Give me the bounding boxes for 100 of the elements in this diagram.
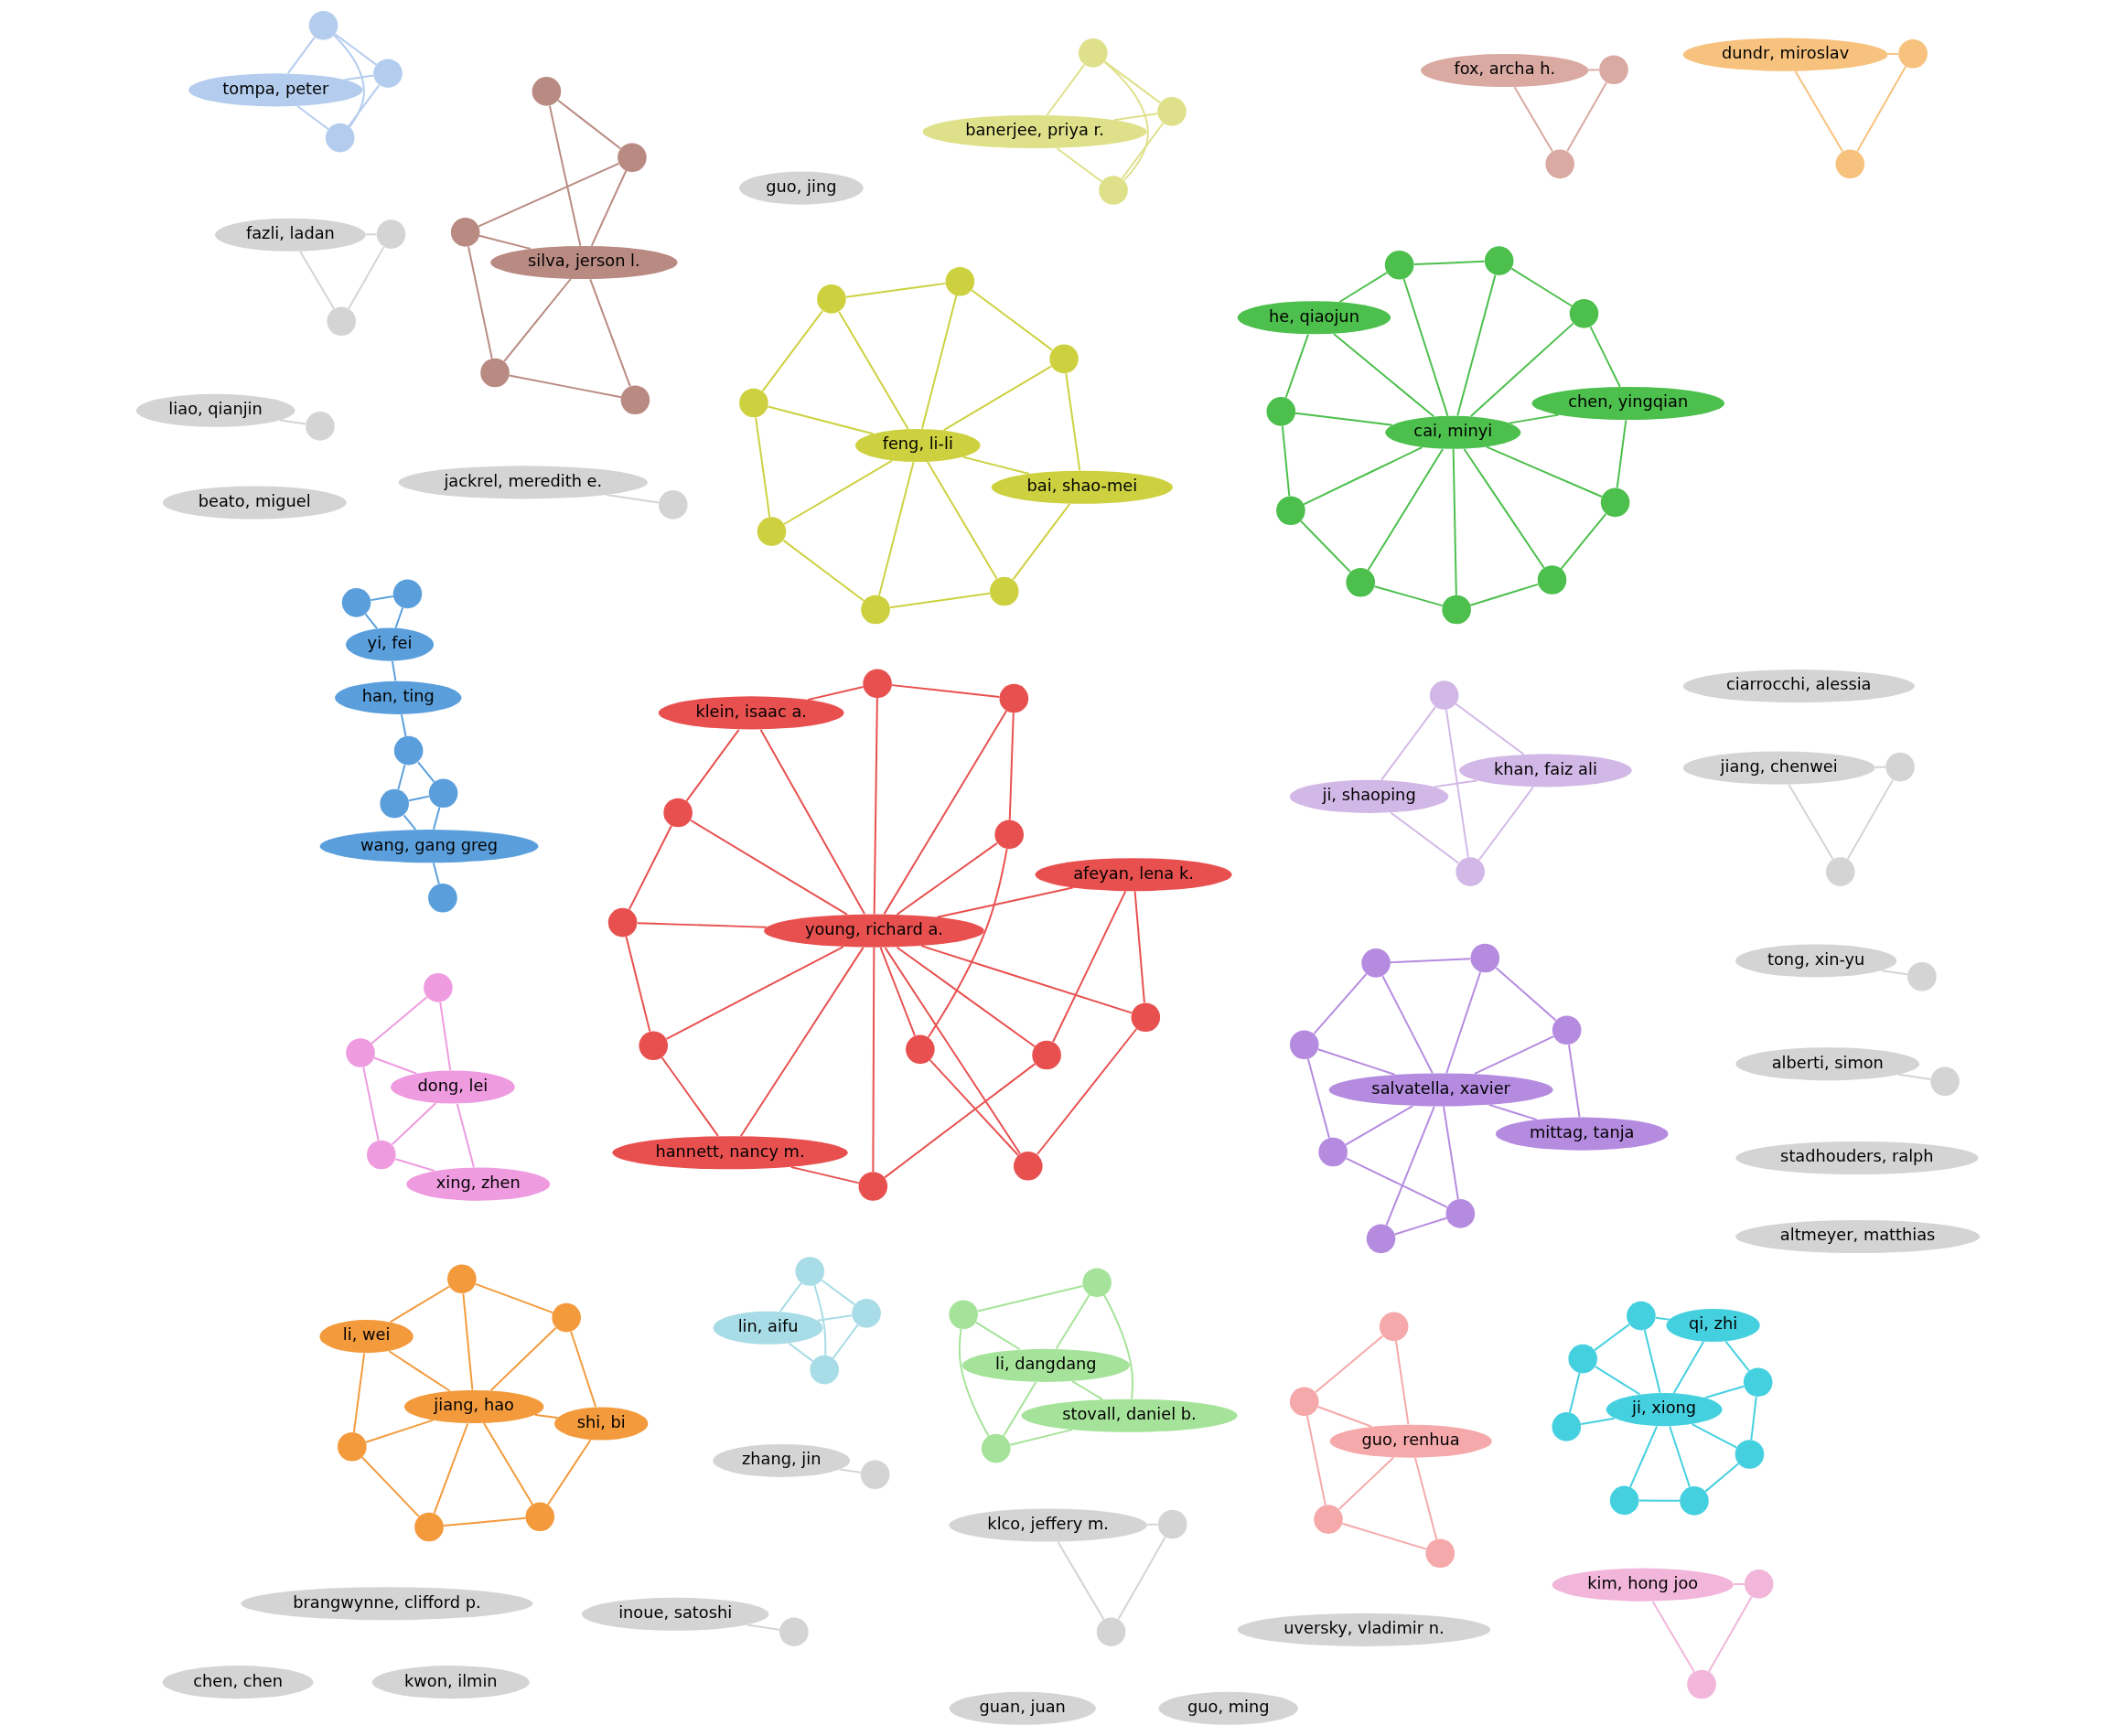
- node-ellipse: ji, shaoping: [1289, 779, 1449, 813]
- connector: [1117, 1536, 1166, 1621]
- connector: [1587, 69, 1600, 71]
- connector: [433, 1422, 469, 1515]
- connector: [1886, 52, 1899, 55]
- node-circle: [380, 788, 409, 819]
- node-circle: [1366, 1224, 1396, 1254]
- node-circle: [757, 517, 787, 546]
- connector: [1594, 1323, 1630, 1352]
- connector: [685, 728, 740, 802]
- connector: [1794, 70, 1844, 153]
- connector: [1874, 766, 1887, 768]
- node-circle: [308, 11, 338, 40]
- connector: [590, 169, 628, 247]
- connector: [888, 592, 991, 609]
- node-ellipse: han, ting: [335, 680, 462, 714]
- connector: [489, 1326, 557, 1392]
- node-circle: [1289, 1030, 1319, 1060]
- connector: [665, 946, 844, 1040]
- node-circle: [325, 123, 355, 153]
- connector: [1002, 1381, 1037, 1437]
- connector: [844, 282, 947, 298]
- node-circle: [376, 220, 406, 249]
- connector: [1008, 712, 1015, 821]
- node-circle: [861, 595, 890, 625]
- connector: [1299, 520, 1351, 573]
- connector: [789, 1166, 860, 1184]
- node-ellipse: guo, jing: [739, 171, 864, 205]
- node-circle: [1276, 496, 1305, 525]
- connector: [417, 761, 435, 783]
- connector: [739, 946, 865, 1138]
- node-ellipse: brangwynne, clifford p.: [241, 1587, 533, 1621]
- connector: [625, 936, 651, 1033]
- node-ellipse: mittag, tanja: [1495, 1117, 1669, 1151]
- node-circle: [639, 1031, 669, 1061]
- node-circle: [1455, 857, 1485, 886]
- connector: [1284, 333, 1309, 399]
- connector: [1055, 1293, 1090, 1350]
- node-ellipse: shi, bi: [554, 1407, 649, 1441]
- connector: [1643, 1329, 1661, 1394]
- node-circle: [1552, 1412, 1582, 1441]
- node-ellipse: tong, xin-yu: [1735, 944, 1897, 978]
- connector: [1306, 1057, 1330, 1140]
- node-ellipse: ji, xiong: [1606, 1393, 1723, 1427]
- connector: [958, 1328, 990, 1437]
- node-circle: [1600, 488, 1630, 518]
- node-ellipse: afeyan, lena k.: [1035, 858, 1232, 892]
- connector: [1629, 1425, 1659, 1488]
- node-circle: [552, 1302, 581, 1333]
- connector: [478, 162, 620, 228]
- connector: [333, 34, 365, 128]
- node-ellipse: beato, miguel: [162, 486, 347, 520]
- node-circle: [1898, 38, 1928, 69]
- node-circle: [1569, 299, 1599, 328]
- node-circle: [1743, 1367, 1773, 1398]
- connector: [788, 1342, 814, 1363]
- connector: [832, 1323, 859, 1359]
- node-circle: [1442, 595, 1471, 625]
- connector: [873, 697, 878, 916]
- connector: [433, 806, 441, 830]
- connector: [929, 1059, 1019, 1156]
- node-circle: [1131, 1002, 1161, 1033]
- connector: [334, 33, 378, 66]
- connector: [1445, 970, 1482, 1075]
- node-circle: [949, 1300, 978, 1330]
- node-circle: [994, 820, 1024, 850]
- node-circle: [1346, 567, 1376, 597]
- node-ellipse: yi, fei: [346, 627, 435, 661]
- connector: [1103, 60, 1162, 104]
- connector: [391, 1102, 437, 1146]
- node-ellipse: qi, zhi: [1666, 1308, 1760, 1343]
- connector: [878, 461, 915, 597]
- connector: [1568, 1044, 1581, 1119]
- node-ellipse: liao, qianjin: [135, 393, 295, 427]
- connector: [1724, 1340, 1750, 1372]
- connector: [1474, 1035, 1555, 1075]
- connector: [1856, 65, 1907, 153]
- node-circle: [860, 1460, 890, 1490]
- connector: [1638, 1499, 1681, 1502]
- node-circle: [1314, 1505, 1343, 1534]
- connector: [1316, 1406, 1373, 1428]
- connector: [1560, 512, 1607, 570]
- node-ellipse: wang, gang greg: [319, 830, 539, 863]
- node-circle: [863, 669, 892, 699]
- node-ellipse: fazli, ladan: [215, 218, 366, 252]
- connector: [371, 996, 428, 1045]
- connector: [1589, 326, 1621, 388]
- connector: [1414, 1457, 1438, 1540]
- connector: [403, 814, 417, 831]
- node-circle: [1627, 1301, 1656, 1331]
- node-circle: [906, 1034, 935, 1065]
- node-ellipse: li, dangdang: [961, 1348, 1130, 1382]
- connector: [1345, 1157, 1448, 1208]
- connector: [838, 1468, 862, 1473]
- connector: [1373, 585, 1444, 607]
- node-circle: [1266, 397, 1296, 426]
- node-ellipse: stadhouders, ralph: [1735, 1141, 1979, 1175]
- connector: [1654, 1316, 1670, 1321]
- connector: [388, 1350, 451, 1392]
- connector: [884, 1063, 1037, 1179]
